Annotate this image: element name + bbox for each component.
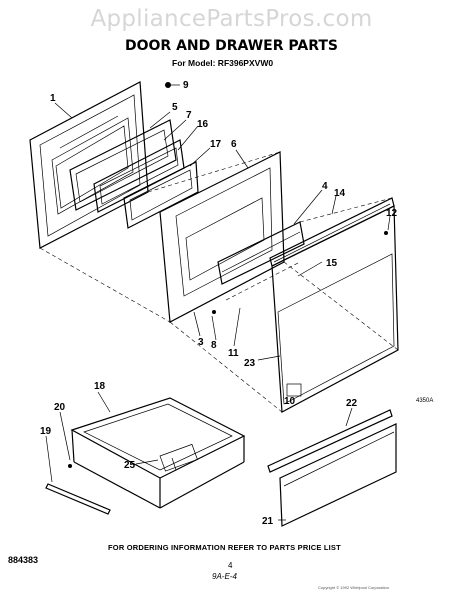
callout-17: 17 bbox=[210, 139, 222, 150]
drawer-front-panel bbox=[279, 423, 397, 527]
part-code: 884383 bbox=[8, 555, 39, 565]
callout-14: 14 bbox=[334, 188, 346, 199]
diagram-code: 4350A bbox=[416, 398, 434, 404]
callout-5: 5 bbox=[172, 102, 178, 113]
callout-3: 3 bbox=[198, 337, 204, 348]
callout-20: 20 bbox=[54, 402, 66, 413]
drawer-trim-strip bbox=[267, 409, 393, 473]
ordering-instruction: FOR ORDERING INFORMATION REFER TO PARTS … bbox=[108, 543, 341, 552]
storage-drawer bbox=[70, 397, 246, 509]
copyright-text: Copyright © 1992 Whirlpool Corporation bbox=[318, 585, 389, 590]
callout-18: 18 bbox=[94, 381, 106, 392]
door-handle bbox=[269, 197, 395, 267]
page-title: DOOR AND DRAWER PARTS bbox=[125, 38, 338, 54]
door-baffle bbox=[217, 221, 305, 285]
callout-23: 23 bbox=[244, 358, 256, 369]
inner-glass-panels bbox=[69, 119, 199, 229]
callout-16: 16 bbox=[197, 119, 209, 130]
callout-19: 19 bbox=[40, 426, 52, 437]
screw-markers bbox=[68, 82, 388, 468]
callout-25: 25 bbox=[124, 460, 136, 471]
callout-11: 11 bbox=[228, 348, 239, 359]
callout-leaders bbox=[45, 84, 391, 521]
callout-22: 22 bbox=[346, 398, 358, 409]
callout-12: 12 bbox=[386, 208, 398, 219]
alignment-lines bbox=[39, 151, 399, 413]
callout-7: 7 bbox=[186, 110, 192, 121]
drawer-slide-rail bbox=[45, 483, 111, 515]
watermark-text: AppliancePartsPros.com bbox=[90, 6, 373, 32]
revision-mark: 9A-E-4 bbox=[212, 572, 237, 581]
callout-6: 6 bbox=[231, 139, 237, 150]
callout-9: 9 bbox=[183, 80, 189, 91]
callout-15: 15 bbox=[326, 258, 338, 269]
inner-door-frame bbox=[159, 151, 285, 323]
front-door-panel bbox=[271, 205, 399, 413]
model-number: For Model: RF396PXVW0 bbox=[172, 58, 274, 68]
callout-8: 8 bbox=[211, 340, 217, 351]
page-number: 4 bbox=[228, 561, 233, 570]
callout-21: 21 bbox=[262, 516, 274, 527]
callout-10: 10 bbox=[284, 396, 296, 407]
callout-4: 4 bbox=[322, 181, 328, 192]
callout-1: 1 bbox=[50, 93, 56, 104]
